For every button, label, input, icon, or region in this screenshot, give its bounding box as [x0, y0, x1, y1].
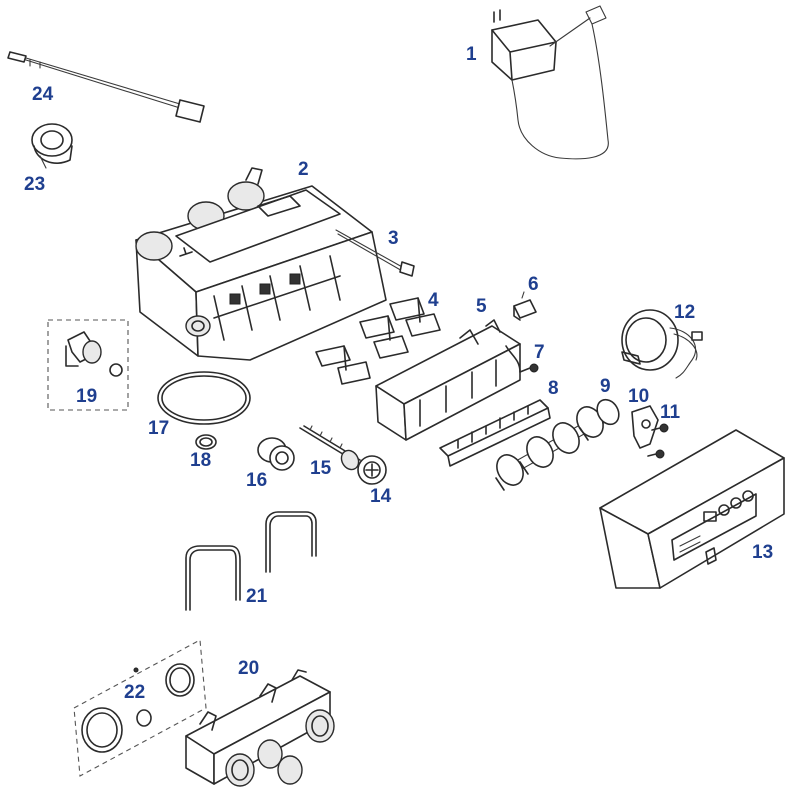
- label-11: 11: [660, 402, 681, 423]
- label-23: 23: [24, 174, 45, 195]
- microswitch-drawing: [513, 291, 537, 321]
- screws-drawing: [647, 423, 669, 459]
- bypass-adapter-drawing: [185, 669, 335, 787]
- label-20: 20: [238, 658, 259, 679]
- elbow-fitting-kit-drawing: [47, 319, 129, 411]
- injector-cap-drawing: [357, 455, 387, 485]
- power-adapter-drawing: [491, 5, 609, 160]
- label-14: 14: [370, 486, 392, 507]
- label-4: 4: [428, 290, 439, 311]
- valve-body-drawing: [135, 167, 387, 361]
- label-22: 22: [124, 682, 145, 703]
- seal-plates-drawing: [315, 297, 441, 385]
- camshaft-drawing: [495, 398, 620, 491]
- meter-cable-drawing: [7, 51, 205, 123]
- gear-rack-drawing: [439, 399, 551, 467]
- small-o-ring-drawing: [195, 434, 217, 450]
- label-5: 5: [476, 296, 487, 317]
- label-3: 3: [388, 228, 399, 249]
- label-21: 21: [246, 586, 268, 607]
- label-7: 7: [534, 342, 545, 363]
- screw-drawing: [519, 363, 539, 373]
- piston-stem-drawing: [299, 425, 361, 471]
- label-16: 16: [246, 470, 267, 491]
- control-cover-drawing: [599, 429, 785, 589]
- sensor-cable-drawing: [335, 229, 415, 277]
- label-1: 1: [466, 44, 477, 65]
- label-19: 19: [76, 386, 97, 407]
- label-12: 12: [674, 302, 695, 323]
- label-6: 6: [528, 274, 539, 295]
- o-ring-kit-drawing: [73, 639, 207, 777]
- label-17: 17: [148, 418, 169, 439]
- large-o-ring-drawing: [157, 371, 251, 425]
- label-10: 10: [628, 386, 649, 407]
- piston-holder-drawing: [375, 319, 521, 441]
- label-9: 9: [600, 376, 611, 397]
- label-24: 24: [32, 84, 54, 105]
- label-18: 18: [190, 450, 211, 471]
- label-15: 15: [310, 458, 332, 479]
- retaining-clip-drawing: [631, 405, 659, 449]
- injector-drawing: [257, 437, 295, 471]
- label-8: 8: [548, 378, 559, 399]
- label-13: 13: [752, 542, 773, 563]
- label-2: 2: [298, 159, 309, 180]
- u-clips-drawing: [185, 511, 317, 611]
- flow-meter-drawing: [31, 123, 73, 169]
- motor-drawing: [621, 309, 703, 379]
